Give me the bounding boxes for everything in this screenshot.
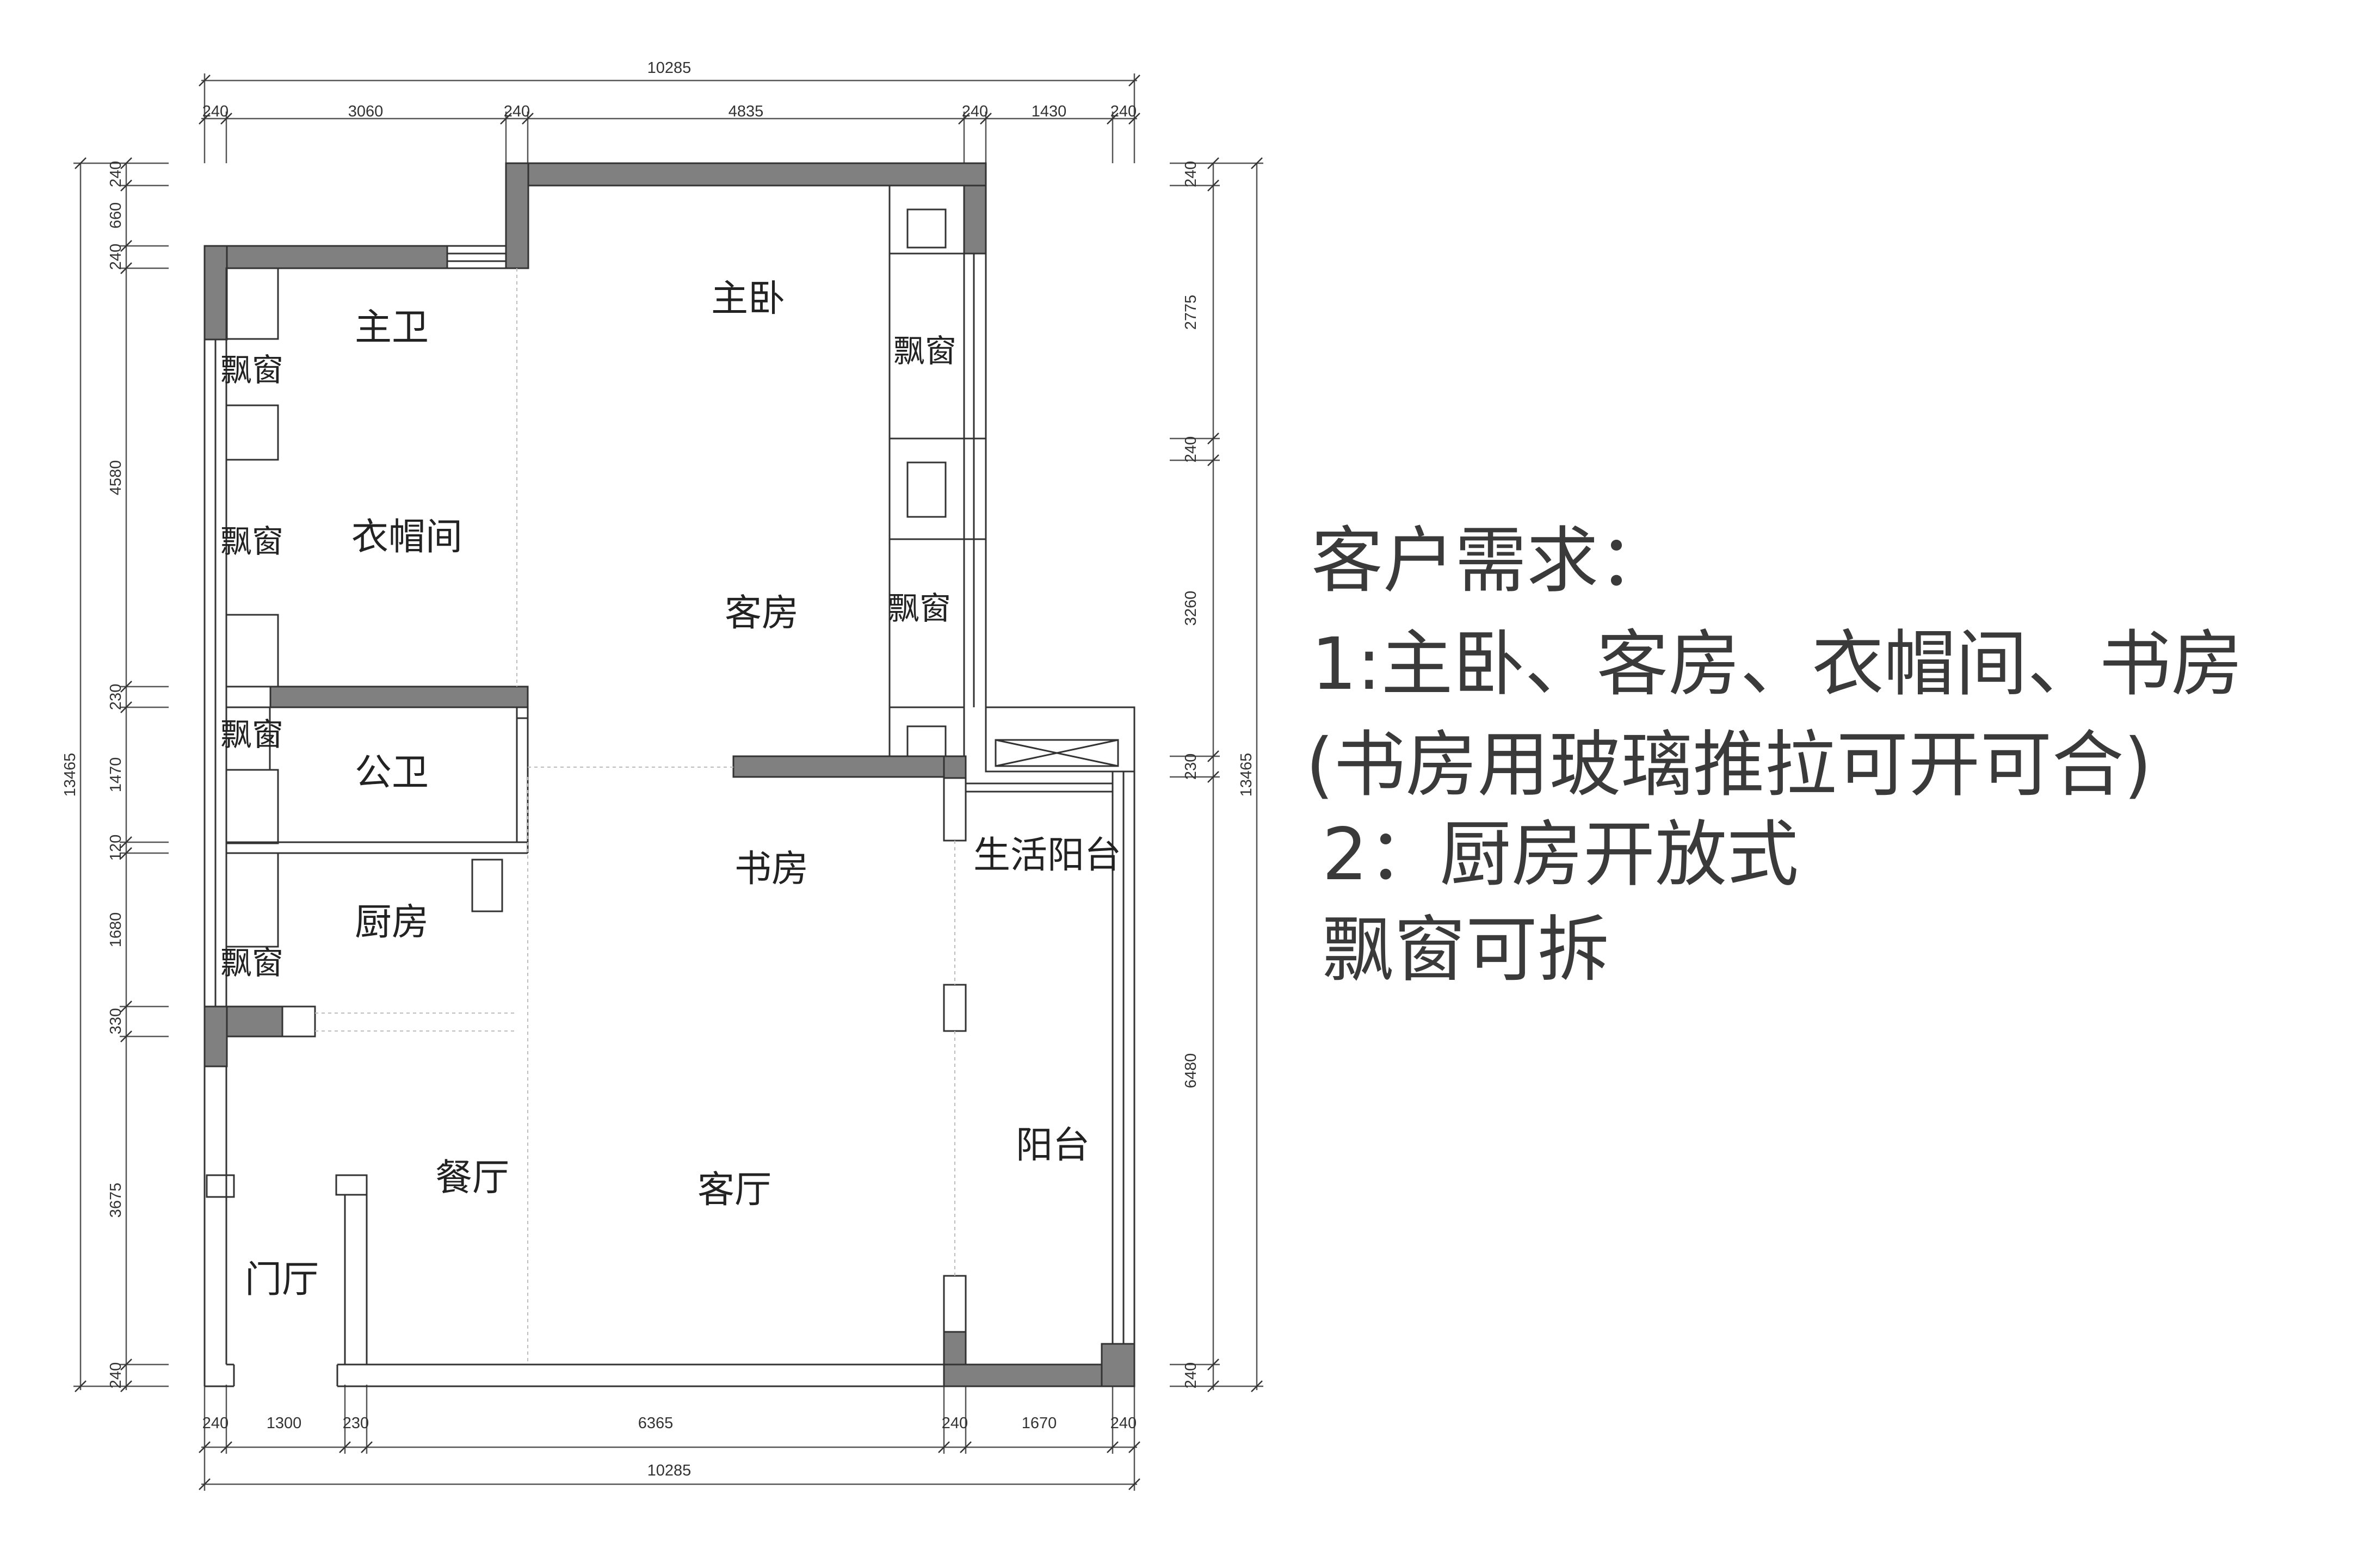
- dim-bottom-2: 1300: [267, 1415, 302, 1432]
- notes-title: 客户需求：: [1311, 519, 1670, 603]
- dim-right-3: 240: [1182, 436, 1200, 462]
- label-bay-window-4: 飘窗: [220, 944, 283, 981]
- label-bay-window-3: 飘窗: [220, 716, 283, 753]
- dim-bottom-5: 240: [942, 1415, 968, 1432]
- dimension-right: [1170, 157, 1263, 1393]
- dim-right-2: 2775: [1182, 295, 1200, 330]
- dimension-bottom: [198, 1385, 1141, 1491]
- dim-top-2: 3060: [348, 103, 384, 120]
- solid-walls: [203, 162, 1135, 1387]
- label-bay-window-6: 飘窗: [888, 590, 951, 627]
- dim-left-11: 240: [107, 1362, 125, 1388]
- dim-bottom-7: 240: [1110, 1415, 1137, 1432]
- notes-line-4: 飘窗可拆: [1322, 908, 1609, 992]
- dim-top-4: 4835: [728, 103, 764, 120]
- notes-line-2: (书房用玻璃推拉可开可合): [1306, 723, 2152, 807]
- dim-top-1: 240: [202, 103, 229, 120]
- dim-top-5: 240: [962, 103, 988, 120]
- label-kitchen: 厨房: [355, 901, 429, 944]
- dim-left-9: 330: [107, 1008, 125, 1034]
- dim-right-5: 230: [1182, 754, 1200, 780]
- dim-left-1: 240: [107, 161, 125, 187]
- label-utility-balcony: 生活阳台: [973, 834, 1121, 877]
- dim-top-7: 240: [1110, 103, 1137, 120]
- dim-left-3: 240: [107, 244, 125, 270]
- room-labels: 主卫 主卧 衣帽间 客房 公卫 厨房 书房 生活阳台 餐厅 客厅 阳台 门厅 飘…: [220, 277, 1121, 1301]
- dim-left-5: 230: [107, 684, 125, 710]
- label-study: 书房: [734, 848, 808, 891]
- dim-left-7: 120: [107, 835, 125, 861]
- dimension-left: [73, 157, 169, 1393]
- notes-line-1: 1:主卧、客房、衣帽间、书房: [1311, 622, 2243, 706]
- dim-top-6: 1430: [1032, 103, 1067, 120]
- label-foyer: 门厅: [245, 1258, 319, 1301]
- dim-bottom-1: 240: [202, 1415, 229, 1432]
- dim-bottom-3: 230: [343, 1415, 369, 1432]
- internal-guide-lines: [315, 268, 955, 1365]
- label-master-bath: 主卫: [355, 306, 429, 349]
- dim-right-4: 3260: [1182, 591, 1200, 626]
- label-dining: 餐厅: [435, 1157, 509, 1200]
- dim-top-3: 240: [504, 103, 530, 120]
- dim-right-1: 240: [1182, 161, 1200, 187]
- label-public-bath: 公卫: [355, 751, 429, 794]
- dim-top-total: 10285: [647, 59, 692, 77]
- dimension-top: [198, 73, 1141, 163]
- notes-line-3: 2：厨房开放式: [1322, 813, 1799, 897]
- label-living: 客厅: [697, 1169, 771, 1212]
- label-cloakroom: 衣帽间: [351, 516, 462, 559]
- label-guest-room: 客房: [725, 592, 799, 635]
- dim-left-6: 1470: [107, 757, 125, 793]
- label-bay-window-5: 飘窗: [893, 332, 956, 369]
- label-balcony: 阳台: [1016, 1124, 1090, 1167]
- dim-left-total: 13465: [61, 753, 79, 797]
- dim-right-6: 6480: [1182, 1053, 1200, 1089]
- dim-right-total: 13465: [1238, 753, 1255, 797]
- dim-right-7: 240: [1182, 1362, 1200, 1388]
- dim-left-4: 4580: [107, 460, 125, 496]
- dim-bottom-total: 10285: [647, 1462, 692, 1479]
- label-master-bedroom: 主卧: [711, 277, 785, 320]
- dim-bottom-6: 1670: [1022, 1415, 1057, 1432]
- label-bay-window-1: 飘窗: [220, 351, 283, 388]
- outline-walls: [203, 184, 1135, 1387]
- dim-left-8: 1680: [107, 912, 125, 948]
- dim-left-2: 660: [107, 202, 125, 229]
- dim-bottom-4: 6365: [638, 1415, 674, 1432]
- dim-left-10: 3675: [107, 1183, 125, 1218]
- label-bay-window-2: 飘窗: [220, 523, 283, 560]
